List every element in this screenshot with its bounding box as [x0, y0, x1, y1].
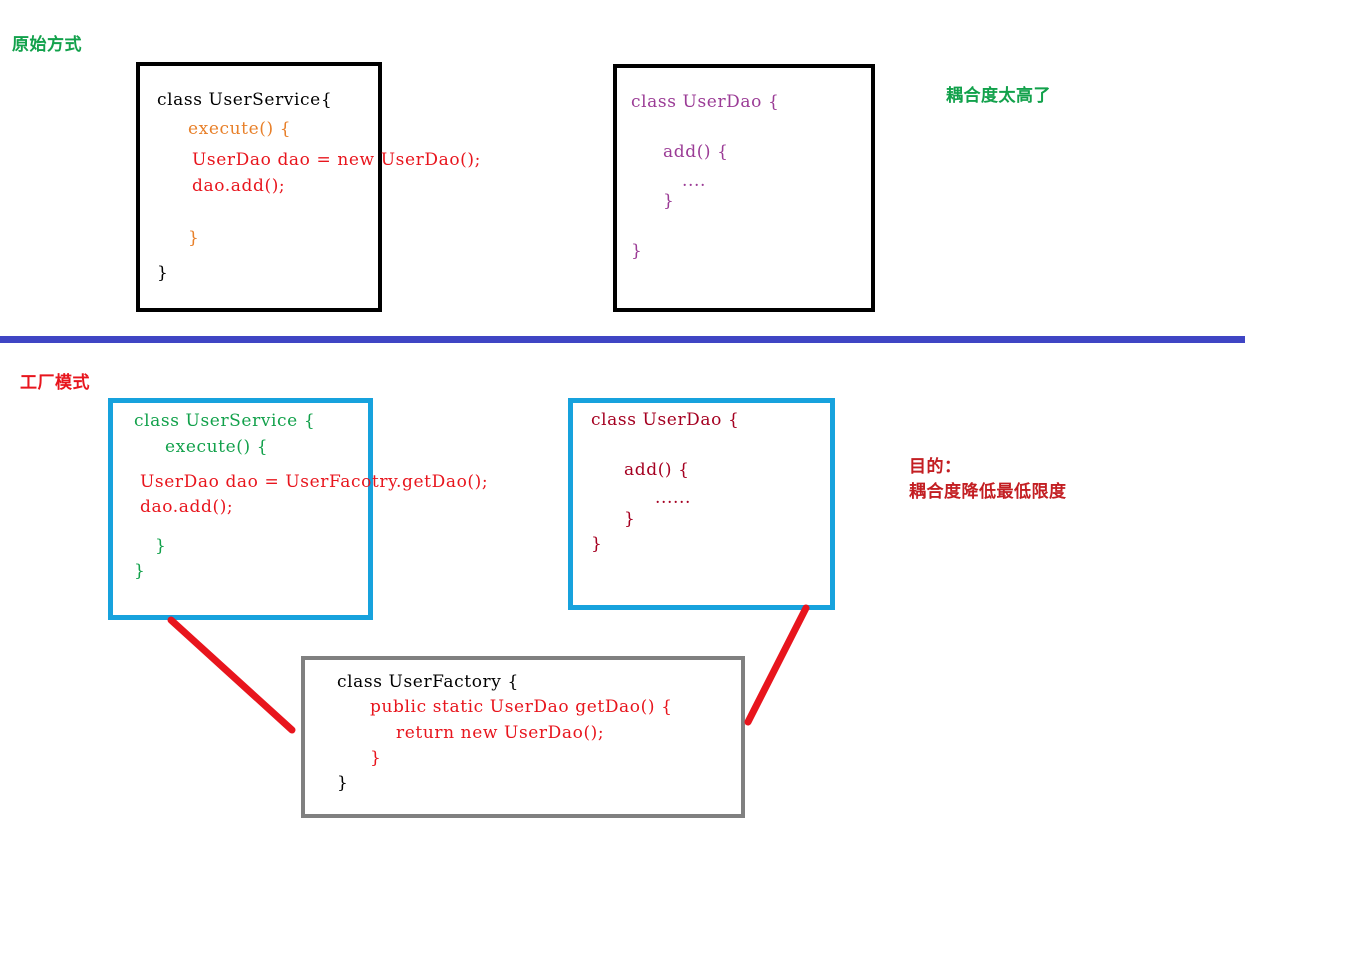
code-line-user-dao-factory-4: }: [591, 534, 603, 554]
code-line-user-service-factory-3: dao.add();: [140, 497, 234, 517]
code-line-user-dao-original-1: add() {: [663, 142, 729, 162]
code-line-user-service-factory-1: execute() {: [165, 437, 269, 457]
code-box-user-factory: [301, 656, 745, 818]
code-box-user-dao-factory: [568, 398, 835, 610]
code-line-user-dao-factory-1: add() {: [624, 460, 690, 480]
code-line-user-dao-original-4: }: [631, 241, 643, 261]
code-line-user-factory-3: }: [370, 748, 382, 768]
code-line-user-factory-1: public static UserDao getDao() {: [370, 697, 673, 717]
code-line-user-factory-4: }: [337, 773, 349, 793]
code-line-user-service-original-2: UserDao dao = new UserDao();: [192, 150, 481, 170]
code-line-user-service-factory-4: }: [155, 536, 167, 556]
code-line-user-dao-original-3: }: [663, 191, 675, 211]
code-line-user-service-original-1: execute() {: [188, 119, 292, 139]
section-label-factory: 工厂模式: [20, 373, 90, 393]
section-label-original: 原始方式: [12, 35, 82, 55]
connector-user-dao-to-factory: [744, 604, 810, 726]
code-line-user-service-original-3: dao.add();: [192, 176, 286, 196]
annotation-purpose-line2: 耦合度降低最低限度: [909, 481, 1067, 502]
code-box-user-dao-original: [613, 64, 875, 312]
code-line-user-dao-original-0: class UserDao {: [631, 92, 780, 112]
code-line-user-factory-0: class UserFactory {: [337, 672, 519, 692]
code-line-user-factory-2: return new UserDao();: [396, 723, 605, 743]
code-line-user-service-factory-5: }: [134, 561, 146, 581]
code-line-user-dao-factory-2: ......: [655, 488, 692, 508]
code-line-user-dao-factory-3: }: [624, 509, 636, 529]
code-line-user-service-original-5: }: [157, 263, 169, 283]
code-box-user-service-original: [136, 62, 382, 312]
section-divider: [0, 336, 1245, 343]
code-line-user-service-original-4: }: [188, 228, 200, 248]
code-line-user-dao-factory-0: class UserDao {: [591, 410, 740, 430]
connector-user-service-to-factory: [167, 616, 296, 734]
code-line-user-service-factory-0: class UserService {: [134, 411, 316, 431]
code-line-user-service-factory-2: UserDao dao = UserFacotry.getDao();: [140, 472, 489, 492]
annotation-purpose-line1: 目的：: [909, 457, 962, 477]
code-line-user-dao-original-2: ....: [682, 171, 707, 191]
annotation-coupling-too-high: 耦合度太高了: [946, 86, 1051, 106]
code-line-user-service-original-0: class UserService{: [157, 90, 333, 110]
annotation-purpose: 目的： 耦合度降低最低限度: [909, 455, 1067, 504]
